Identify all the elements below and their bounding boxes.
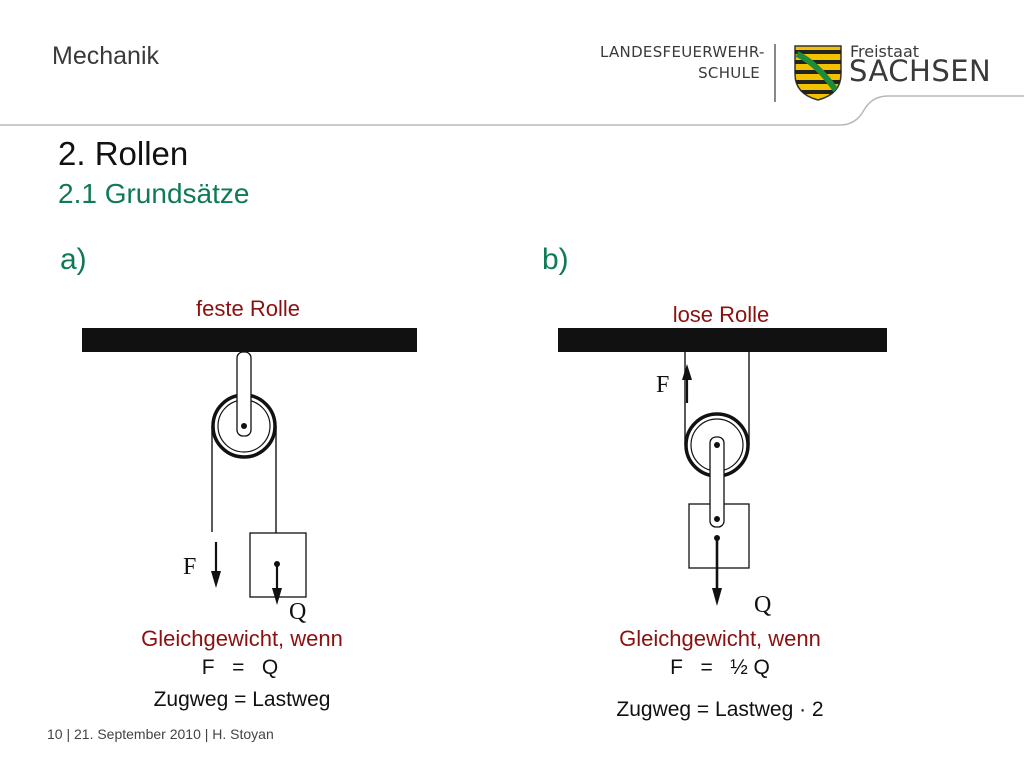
footer-text: | 21. September 2010 | H. Stoyan [66, 726, 274, 742]
panel-a-caption: feste Rolle [196, 296, 300, 321]
panel-a-formula: F = Q [201, 656, 279, 679]
panel-a-equilibrium: Gleichgewicht, wenn [141, 626, 343, 651]
slide-subtitle: 2.1 Grundsätze [58, 178, 250, 209]
load-arrow-a [272, 588, 282, 605]
pulley-axle-b [714, 442, 720, 448]
pulley-hanger-b [709, 436, 725, 528]
panel-b-label: b) [542, 243, 569, 276]
panel-b-caption: lose Rolle [672, 302, 770, 327]
coat-of-arms-icon [794, 45, 842, 101]
header-rule [0, 95, 1024, 126]
pulley-axle-a [241, 423, 247, 429]
pulley-hanger-a [236, 351, 252, 437]
force-label-b: F [656, 372, 669, 398]
panel-b-travel: Zugweg = Lastweg · 2 [616, 698, 824, 721]
logo-divider [774, 44, 776, 102]
header-title: Mechanik [52, 42, 159, 70]
force-label-a: F [183, 554, 196, 580]
load-label-b: Q [754, 592, 771, 618]
panel-a-label: a) [60, 243, 87, 276]
fixed-pulley-diagram: F Q [82, 328, 417, 625]
school-logo-line1: LANDESFEUERWEHR- [600, 43, 765, 61]
load-arrow-b [712, 588, 722, 606]
ceiling-beam-a [82, 328, 417, 352]
page-number: 10 [47, 726, 63, 742]
panel-b-formula: F = ½ Q [670, 656, 770, 679]
school-logo-line2: SCHULE [698, 64, 760, 82]
state-logo-big: SACHSEN [849, 54, 992, 88]
panel-b-equilibrium: Gleichgewicht, wenn [619, 626, 821, 651]
load-label-a: Q [289, 599, 306, 625]
loose-pulley-diagram: F Q [558, 328, 887, 618]
force-arrow-a [211, 571, 221, 588]
state-logo-small: Freistaat [850, 42, 920, 61]
force-arrow-b [682, 364, 692, 380]
footer: 10 | 21. September 2010 | H. Stoyan [47, 726, 274, 742]
slide-title: 2. Rollen [58, 135, 189, 172]
school-logo: LANDESFEUERWEHR- SCHULE [600, 42, 765, 84]
ceiling-beam-b [558, 328, 887, 352]
panel-a-travel: Zugweg = Lastweg [153, 688, 331, 711]
